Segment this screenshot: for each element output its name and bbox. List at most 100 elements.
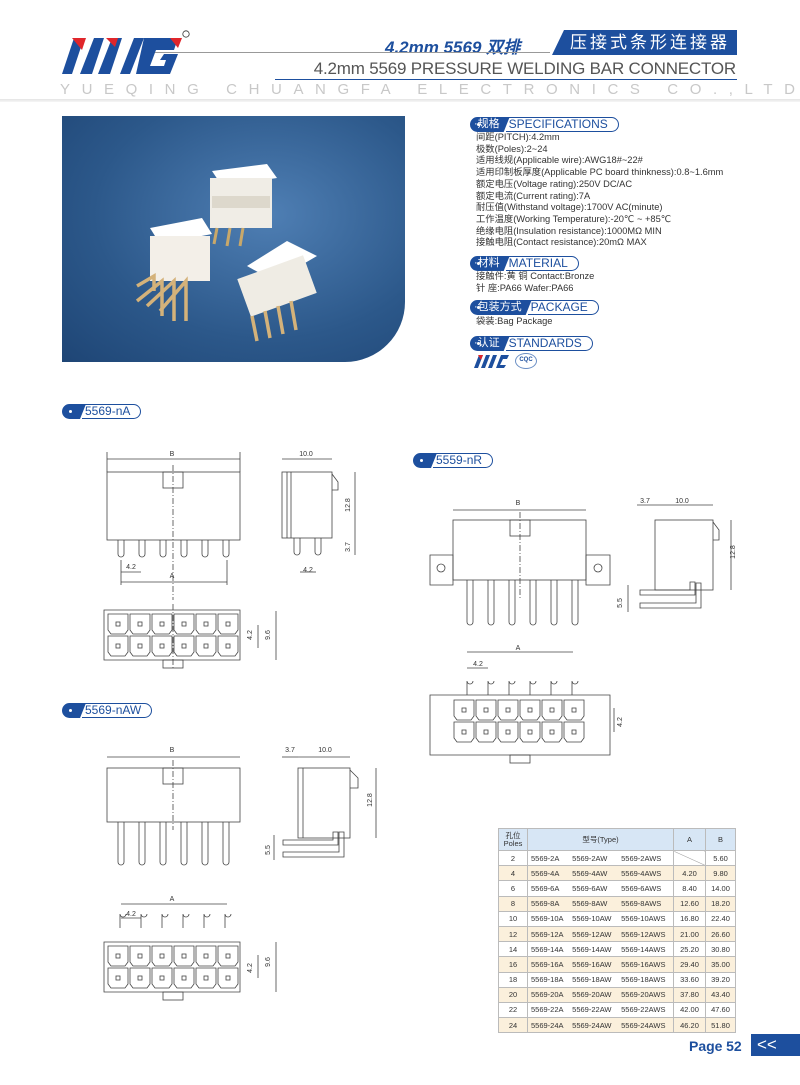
cell-b: 51.80 xyxy=(705,1017,736,1034)
contact-hole xyxy=(137,643,143,649)
cavity xyxy=(107,945,129,967)
cell-type-a: 5569-14A xyxy=(527,941,570,958)
cell-b: 47.60 xyxy=(705,1001,736,1019)
dim-offset: 3.7 xyxy=(640,498,650,505)
pin xyxy=(117,540,125,558)
company-name: YUEQING CHUANGFA ELECTRONICS CO.,LTD. xyxy=(60,81,800,98)
cell-type-aws: 5569-4AWS xyxy=(618,865,674,882)
section-tag-5559-nr: 5559-nR xyxy=(413,453,494,468)
spec-line: 工作温度(Working Temperature):-20℃ ~ +85℃ xyxy=(476,213,672,224)
cell-type-aws: 5569-22AWS xyxy=(618,1001,674,1019)
housing-bottom xyxy=(103,609,241,661)
dim-width: 10.0 xyxy=(675,498,689,505)
cavity xyxy=(563,699,585,721)
cell-type-aw: 5569-2AW xyxy=(569,849,619,867)
spec-line: 适用印制板厚度(Applicable PC board thinkness):0… xyxy=(476,167,724,178)
pin xyxy=(201,822,209,866)
dim-offset: 3.7 xyxy=(285,747,295,754)
contact-hole xyxy=(115,643,121,649)
cell-type-aws: 5569-12AWS xyxy=(618,925,674,943)
pin xyxy=(138,822,146,866)
contact-hole xyxy=(159,643,165,649)
spec-line: 接触电阻(Contact resistance):20mΩ MAX xyxy=(476,237,647,248)
cell-a: 16.80 xyxy=(673,910,706,927)
title-cn-right: 压接式条形连接器 xyxy=(552,30,737,55)
contact-hole xyxy=(159,953,165,959)
contact-hole xyxy=(181,643,187,649)
pin xyxy=(571,580,579,626)
pin xyxy=(466,580,474,626)
section-tag-5569-na: 5569-nA xyxy=(62,404,142,419)
contact-hole xyxy=(181,621,187,627)
cavity xyxy=(475,699,497,721)
cell-poles: 6 xyxy=(498,880,528,897)
cell-b: 35.00 xyxy=(705,956,736,973)
tag-en: SPECIFICATIONS xyxy=(505,117,619,132)
cell-a: 37.80 xyxy=(673,986,706,1003)
mount-flange xyxy=(429,554,611,586)
col-type: 型号(Type) xyxy=(527,828,674,851)
cell-type-a: 5569-18A xyxy=(527,971,570,988)
cavity xyxy=(217,613,239,635)
dim-pitch: 4.2 xyxy=(303,567,313,574)
pin xyxy=(138,540,146,558)
cell-b: 26.60 xyxy=(705,925,736,943)
cavity xyxy=(541,721,563,743)
pin xyxy=(314,538,322,556)
cell-type-a: 5569-4A xyxy=(527,865,570,882)
contact-hole xyxy=(225,643,231,649)
dim-height: 12.8 xyxy=(730,545,737,559)
cell-type-aw: 5569-24AW xyxy=(569,1017,619,1034)
dim-row-pitch: 4.2 xyxy=(247,630,254,640)
spec-line: 额定电压(Voltage rating):250V DC/AC xyxy=(476,178,633,189)
dim-depth: 9.6 xyxy=(265,630,272,640)
pin xyxy=(529,580,537,626)
back-button[interactable]: << xyxy=(751,1034,800,1056)
pin xyxy=(550,580,558,626)
cavity xyxy=(129,613,151,635)
pin xyxy=(487,680,495,695)
pin xyxy=(508,580,516,626)
cavity xyxy=(195,945,217,967)
pin xyxy=(550,680,558,695)
latch xyxy=(349,769,359,789)
cell-poles: 18 xyxy=(498,971,528,988)
page-label: Page xyxy=(689,1038,723,1054)
pin xyxy=(224,913,232,928)
cavity xyxy=(173,613,195,635)
material-line: 针 座:PA66 Wafer:PA66 xyxy=(476,282,574,293)
cell-poles: 4 xyxy=(498,865,528,882)
contact-hole xyxy=(137,621,143,627)
cavity xyxy=(107,635,129,657)
cell-b: 30.80 xyxy=(705,941,736,958)
dim-a: A xyxy=(170,896,175,903)
section-label: 5569-nA xyxy=(82,404,142,419)
bent-pin xyxy=(282,831,345,858)
contact-hole xyxy=(181,953,187,959)
housing-front xyxy=(106,767,241,823)
cavity xyxy=(217,967,239,989)
latch xyxy=(162,991,184,1001)
cavity xyxy=(195,635,217,657)
cell-type-aw: 5569-14AW xyxy=(569,941,619,958)
cell-type-a: 5569-6A xyxy=(527,880,570,897)
housing-side xyxy=(297,767,351,839)
pin xyxy=(529,680,537,695)
housing-bottom xyxy=(103,941,241,993)
tag-cn: ·材料 xyxy=(470,256,510,271)
cell-a xyxy=(673,849,706,867)
pin xyxy=(161,913,169,928)
housing-bottom xyxy=(429,694,611,756)
cell-poles: 22 xyxy=(498,1001,528,1019)
dim-pin: 5.5 xyxy=(617,598,624,608)
cell-b: 18.20 xyxy=(705,895,736,912)
